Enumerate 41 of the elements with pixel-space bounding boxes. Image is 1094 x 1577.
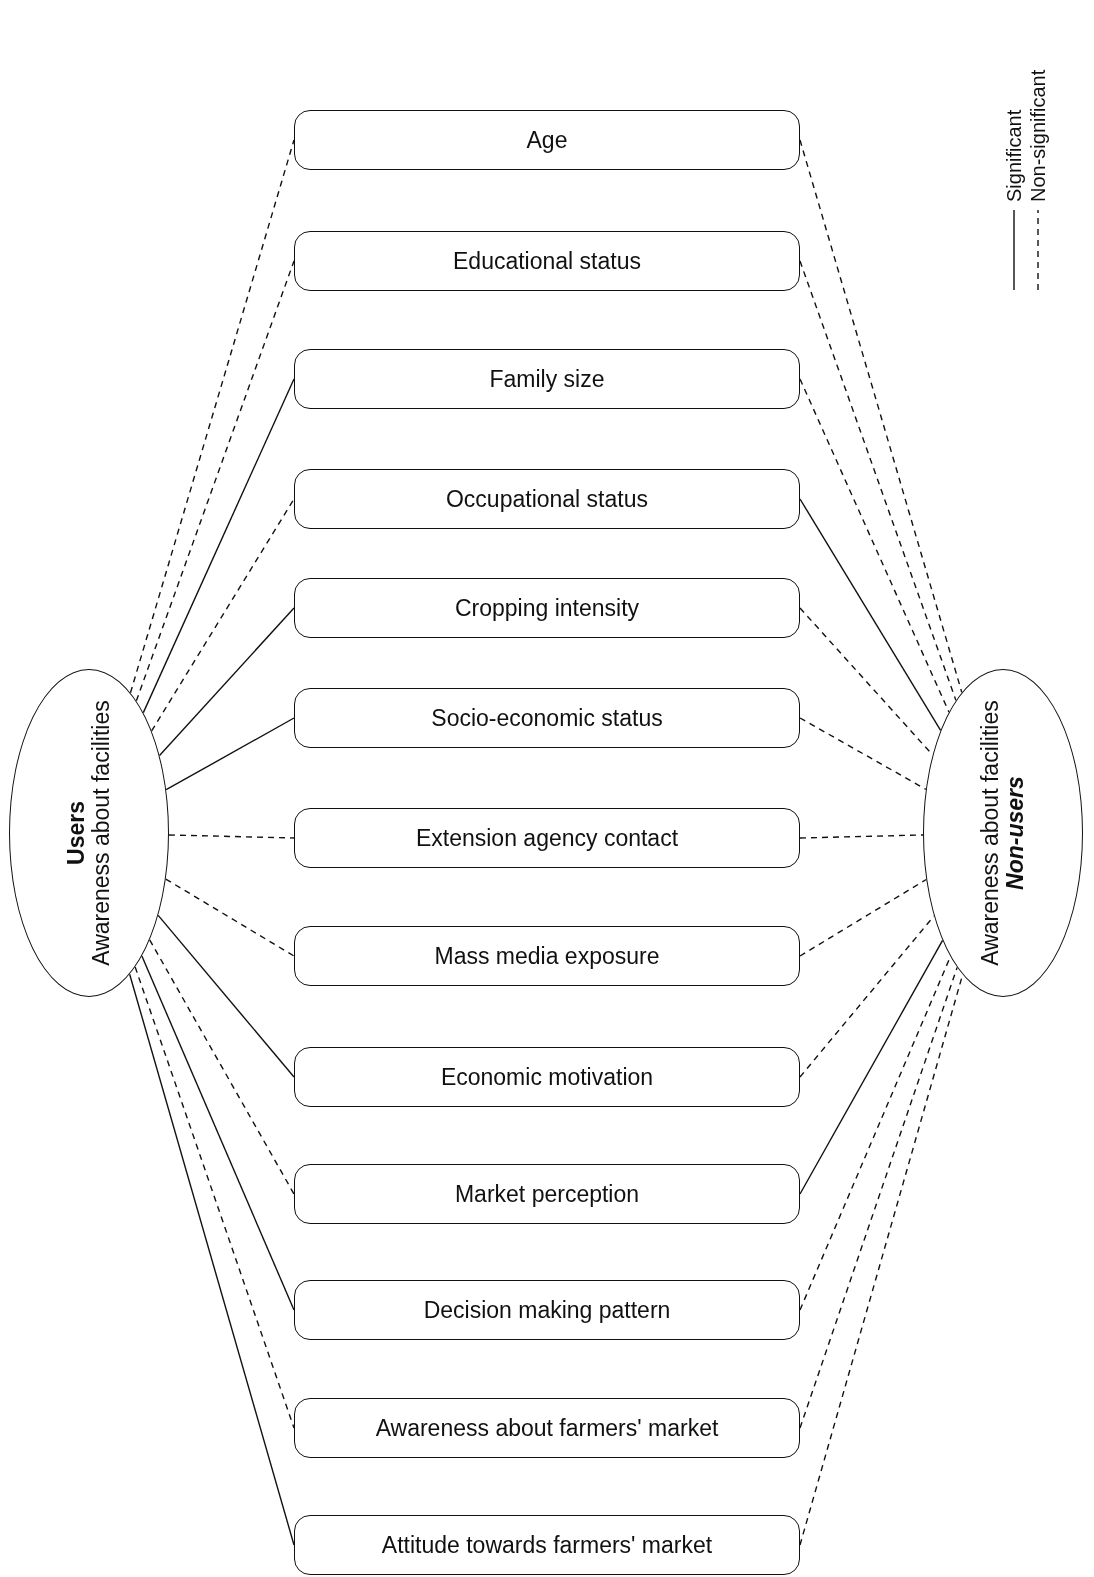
factor-box: Cropping intensity (294, 578, 800, 638)
connector-line (150, 498, 295, 732)
factor-box: Family size (294, 349, 800, 409)
factor-box: Educational status (294, 231, 800, 291)
factor-box: Socio-economic status (294, 688, 800, 748)
factor-box: Extension agency contact (294, 808, 800, 868)
node-text: Awareness about facilities (977, 700, 1003, 966)
connector-line (799, 939, 944, 1195)
connector-line (799, 966, 958, 1429)
legend-text: Non-significant (1027, 69, 1049, 202)
connector-line (129, 139, 295, 694)
connector-line (799, 717, 927, 791)
connector-line (799, 378, 950, 713)
factor-box: Age (294, 110, 800, 170)
group-heading: Non-users (1003, 776, 1029, 890)
connector-line (157, 914, 295, 1078)
connector-line (799, 834, 924, 839)
node-text: Awareness about facilities (89, 700, 115, 966)
factor-box: Mass media exposure (294, 926, 800, 986)
factor-box: Occupational status (294, 469, 800, 529)
connector-line (128, 973, 295, 1546)
connector-line (142, 378, 295, 714)
connector-line (165, 717, 295, 791)
factor-box: Market perception (294, 1164, 800, 1224)
connector-line (799, 878, 927, 957)
factor-box: Awareness about farmers' market (294, 1398, 800, 1458)
legend-text: Significant (1003, 109, 1025, 202)
group-heading: Users (63, 801, 89, 865)
factor-box: Decision making pattern (294, 1280, 800, 1340)
connector-line (135, 260, 295, 702)
connector-line (799, 139, 963, 694)
factor-box: Attitude towards farmers' market (294, 1515, 800, 1575)
factor-box: Economic motivation (294, 1047, 800, 1107)
connector-line (168, 834, 295, 839)
connector-line (141, 955, 295, 1311)
connector-line (799, 498, 942, 732)
connector-line (149, 939, 295, 1195)
connector-line (158, 607, 295, 757)
connector-line (799, 260, 957, 702)
connector-line (165, 878, 295, 957)
connector-line (134, 966, 295, 1429)
